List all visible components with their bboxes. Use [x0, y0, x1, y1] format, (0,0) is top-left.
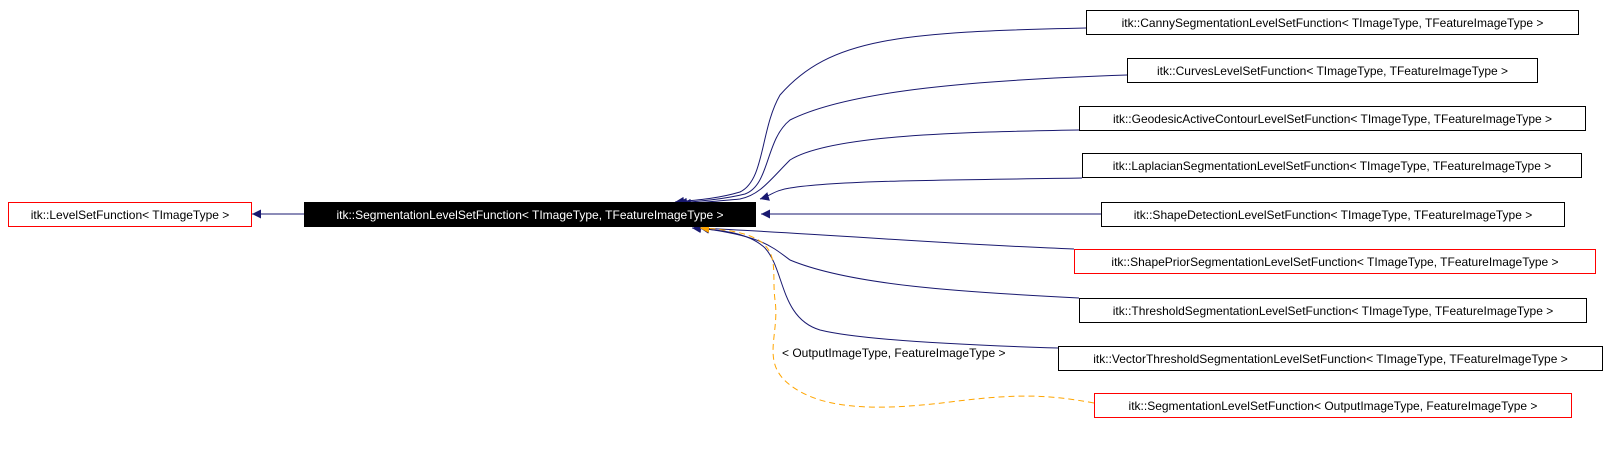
node-label: itk::ThresholdSegmentationLevelSetFuncti…	[1112, 303, 1554, 318]
node-geodesic[interactable]: itk::GeodesicActiveContourLevelSetFuncti…	[1079, 106, 1586, 131]
edge-curves-to-segmentation	[677, 74, 1128, 207]
node-label: itk::VectorThresholdSegmentationLevelSet…	[1093, 351, 1568, 366]
node-segmentation-level-set-function: itk::SegmentationLevelSetFunction< TImag…	[304, 202, 756, 227]
node-laplacian[interactable]: itk::LaplacianSegmentationLevelSetFuncti…	[1082, 153, 1582, 178]
edge-vectorthreshold-to-segmentation	[691, 224, 1059, 349]
node-label: itk::LaplacianSegmentationLevelSetFuncti…	[1112, 158, 1552, 173]
node-label: itk::ShapePriorSegmentationLevelSetFunct…	[1111, 254, 1559, 269]
node-label: itk::CannySegmentationLevelSetFunction< …	[1121, 15, 1544, 30]
node-shape-detection[interactable]: itk::ShapeDetectionLevelSetFunction< TIm…	[1101, 202, 1565, 227]
node-threshold[interactable]: itk::ThresholdSegmentationLevelSetFuncti…	[1079, 298, 1587, 323]
node-label: itk::GeodesicActiveContourLevelSetFuncti…	[1112, 111, 1553, 126]
edge-laplacian-to-segmentation	[759, 177, 1083, 201]
edge-label-template-args: < OutputImageType, FeatureImageType >	[782, 346, 1006, 360]
node-shape-prior[interactable]: itk::ShapePriorSegmentationLevelSetFunct…	[1074, 249, 1596, 274]
node-label: itk::CurvesLevelSetFunction< TImageType,…	[1156, 63, 1509, 78]
node-level-set-function[interactable]: itk::LevelSetFunction< TImageType >	[8, 202, 252, 227]
edge-canny-to-segmentation	[674, 27, 1087, 206]
node-label: itk::ShapeDetectionLevelSetFunction< TIm…	[1133, 207, 1533, 222]
edge-shapeprior-to-segmentation	[699, 223, 1075, 250]
edge-threshold-to-segmentation	[699, 224, 1080, 299]
node-instantiation[interactable]: itk::SegmentationLevelSetFunction< Outpu…	[1094, 393, 1572, 418]
node-label: itk::LevelSetFunction< TImageType >	[30, 207, 230, 222]
node-curves[interactable]: itk::CurvesLevelSetFunction< TImageType,…	[1127, 58, 1538, 83]
edge-instantiation-to-segmentation	[699, 223, 1095, 408]
node-canny[interactable]: itk::CannySegmentationLevelSetFunction< …	[1086, 10, 1579, 35]
node-vector-threshold[interactable]: itk::VectorThresholdSegmentationLevelSet…	[1058, 346, 1603, 371]
node-label: itk::SegmentationLevelSetFunction< Outpu…	[1128, 398, 1538, 413]
node-label: itk::SegmentationLevelSetFunction< TImag…	[336, 207, 724, 222]
edge-geodesic-to-segmentation	[681, 129, 1080, 208]
